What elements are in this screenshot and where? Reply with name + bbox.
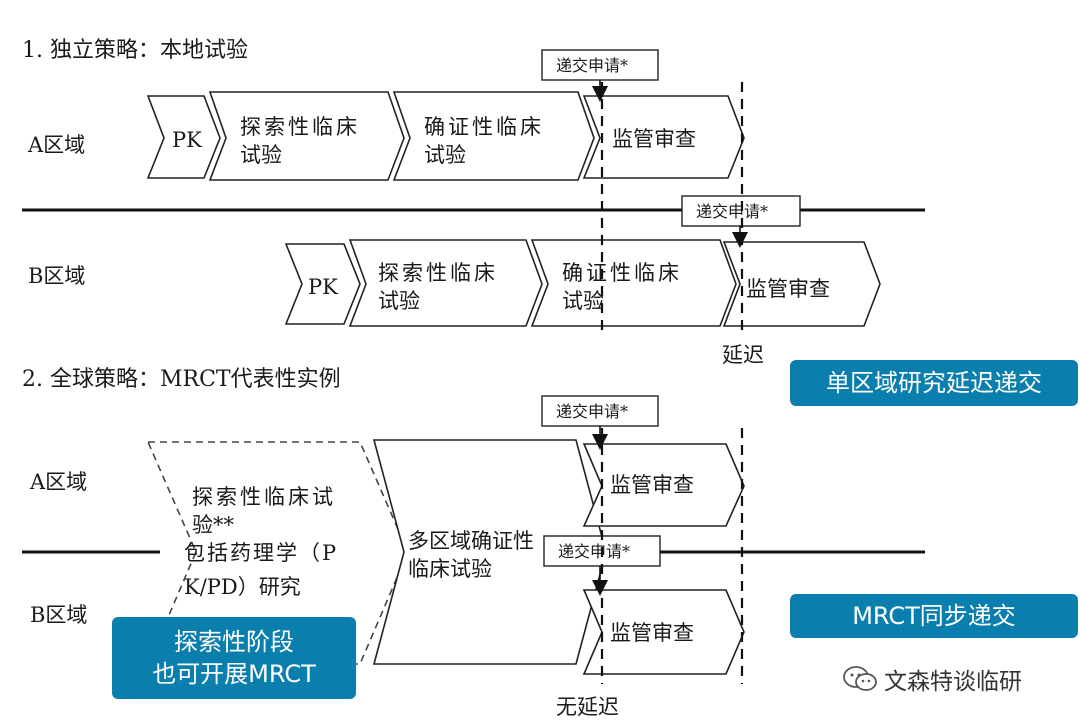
s2b-submit-label: 递交申请* [558,542,630,561]
s1b-confirm-label-1: 确证性临床 [562,261,682,285]
s1b-review-label: 监管审查 [746,277,830,301]
s1a-confirm-label-1: 确证性临床 [424,115,544,139]
section2-title: 2. 全球策略：MRCT代表性实例 [22,367,341,392]
s1b-confirm-chevron [530,239,737,327]
s1b-pk-chevron [284,243,361,325]
s2a-submit-label: 递交申请* [556,402,628,421]
s1-row-b-stages [284,239,881,327]
section1-title: 1. 独立策略：本地试验 [22,38,248,63]
s2-explore-dashed-chevron [146,441,409,665]
s2-mrct-chevron [372,439,607,665]
explore-mrct-badge-line-1: 探索性阶段 [174,628,294,656]
s2-mrct-line-1: 多区域确证性 [408,529,534,553]
watermark-text: 文森特谈临研 [884,669,1022,695]
s1a-explore-label-1: 探索性临床 [240,115,360,139]
s2a-submit-box [541,395,659,427]
s1a-pk-label: PK [172,128,202,152]
single-region-delay-badge: 单区域研究延迟递交 [790,360,1078,406]
section1-region-a-label: A区域 [27,133,85,157]
s1a-review-chevron [582,95,745,179]
s2-explore-line-1: 探索性临床试 [192,485,336,509]
s2-explore-line-4: K/PD）研究 [184,575,301,599]
wechat-watermark: 文森特谈临研 [842,662,1022,696]
s1a-confirm-label-2: 试验 [424,143,466,167]
s1a-submit-box [541,49,659,81]
explore-mrct-badge-line-2: 也可开展MRCT [152,660,316,688]
s1a-explore-label-2: 试验 [240,143,282,167]
s2-explore-line-2: 验** [192,513,234,537]
s1b-confirm-label-2: 试验 [562,289,604,313]
s1b-submit-label: 递交申请* [696,202,768,221]
s1b-explore-label-1: 探索性临床 [378,261,498,285]
s2b-review-label: 监管审查 [610,621,694,645]
s1b-pk-label: PK [308,275,338,299]
s1b-review-chevron [722,241,881,327]
s1a-explore-chevron [208,91,405,181]
s1a-confirm-chevron [392,91,595,181]
s1b-explore-chevron [348,239,543,327]
s1a-review-label: 监管审查 [612,127,696,151]
s1b-explore-label-2: 试验 [378,289,420,313]
explore-mrct-badge: 探索性阶段 也可开展MRCT [112,617,356,699]
s2-no-delay-label: 无延迟 [556,695,619,719]
s1-row-a-stages [146,91,745,181]
s1a-pk-chevron [146,95,221,179]
s2-explore-line-3: 包括药理学（P [184,541,338,565]
section2-region-b-label: B区域 [30,603,87,627]
s1-delay-label: 延迟 [722,343,764,367]
section2-region-a-label: A区域 [29,470,87,494]
mrct-sync-badge: MRCT同步递交 [790,594,1078,638]
section1-region-b-label: B区域 [28,264,85,288]
wechat-icon [843,666,877,691]
s2a-review-label: 监管审查 [610,473,694,497]
s1a-submit-label: 递交申请* [556,56,628,75]
s2-mrct-line-2: 临床试验 [408,557,492,581]
